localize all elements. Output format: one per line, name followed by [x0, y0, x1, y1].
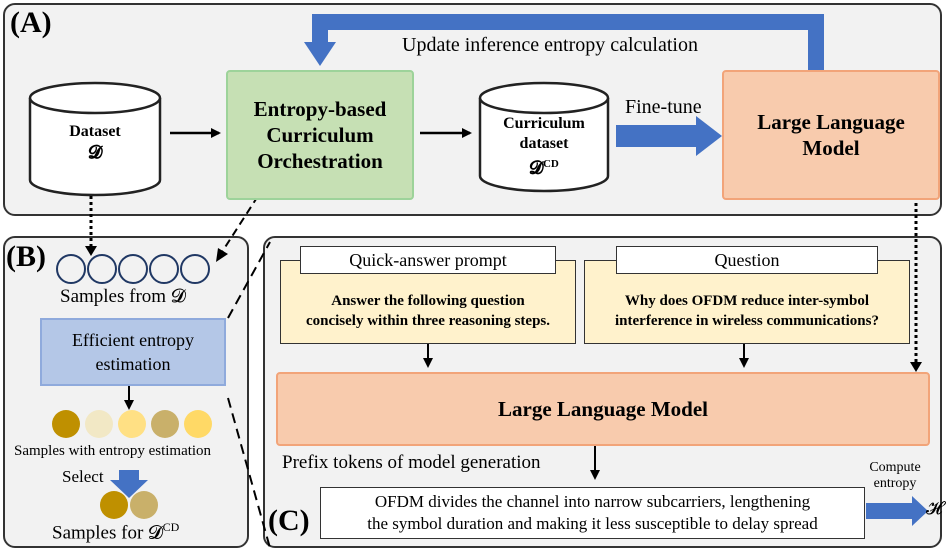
question-box: Why does OFDM reduce inter-symbol interf…: [584, 260, 910, 344]
curriculum-orchestration-box: Entropy-based Curriculum Orchestration: [226, 70, 414, 200]
panel-b: [3, 236, 249, 548]
orchestration-line1: Entropy-based: [253, 97, 387, 121]
dashed-zoom-top: [221, 195, 259, 253]
with-entropy-label: Samples with entropy estimation: [14, 443, 212, 459]
entropy-circle: [118, 410, 146, 438]
curriculum-line2: dataset: [519, 135, 569, 152]
output-line2: the symbol duration and making it less s…: [367, 514, 818, 533]
llm-top-line2: Model: [802, 136, 860, 160]
compute-line1: Compute: [869, 460, 921, 475]
entropy-circle: [184, 410, 212, 438]
finetune-arrow-body: [616, 125, 698, 147]
prefix-tokens-label: Prefix tokens of model generation: [282, 452, 541, 473]
panel-c-label: (C): [268, 504, 310, 537]
dataset-line2: 𝓓: [88, 142, 102, 162]
dataset-line1: Dataset: [69, 123, 121, 140]
curriculum-dataset-cylinder: [478, 81, 610, 193]
selected-circle: [130, 491, 158, 519]
panel-a-label: (A): [10, 6, 52, 39]
samples-circles: [56, 254, 216, 284]
selected-circles: [100, 491, 160, 521]
samples-for-label: Samples for 𝓓CD: [52, 520, 179, 544]
orchestration-line2: Curriculum: [266, 123, 374, 147]
orchestration-line3: Orchestration: [257, 149, 383, 173]
model-output-box: OFDM divides the channel into narrow sub…: [320, 487, 865, 539]
prompt-line2: concisely within three reasoning steps.: [305, 313, 551, 329]
estimation-line2: estimation: [95, 354, 171, 374]
prompt-box: Answer the following question concisely …: [280, 260, 576, 344]
curriculum-line1: Curriculum: [503, 115, 585, 132]
sample-circle: [56, 254, 86, 284]
feedback-arrow: [312, 14, 824, 70]
samples-from-label: Samples from 𝓓: [60, 286, 186, 307]
entropy-circle: [85, 410, 113, 438]
dashed-zoom-c-top: [227, 241, 271, 319]
compute-arrow-body: [866, 503, 916, 519]
sample-circle: [149, 254, 179, 284]
prompt-title: Quick-answer prompt: [300, 246, 556, 274]
question-title: Question: [616, 246, 878, 274]
selected-circle: [100, 491, 128, 519]
select-label: Select: [62, 467, 104, 486]
feedback-arrowhead: [304, 42, 336, 66]
finetune-label: Fine-tune: [625, 96, 702, 118]
dataset-cylinder: [28, 81, 162, 197]
estimation-line1: Efficient entropy: [71, 330, 195, 350]
panel-b-label: (B): [6, 240, 46, 273]
compute-entropy-label: Compute entropy: [862, 460, 928, 492]
prompt-line1: Answer the following question: [331, 293, 525, 309]
entropy-estimation-box: Efficient entropy estimation: [40, 318, 226, 386]
samples-for-sup: CD: [162, 520, 180, 534]
sample-circle: [118, 254, 148, 284]
sample-circle: [180, 254, 210, 284]
dashed-zoom-c-bottom: [227, 397, 271, 549]
entropy-circle: [151, 410, 179, 438]
compute-arrowhead: [912, 496, 928, 526]
finetune-arrowhead: [696, 116, 722, 156]
sample-circle: [87, 254, 117, 284]
samples-for-text: Samples for 𝓓: [52, 522, 163, 544]
entropy-circles: [52, 410, 212, 440]
entropy-circle: [52, 410, 80, 438]
output-line1: OFDM divides the channel into narrow sub…: [374, 492, 811, 511]
compute-line2: entropy: [873, 476, 917, 491]
llm-top-line1: Large Language: [757, 110, 905, 134]
curriculum-dataset-label: Curriculum dataset 𝓓CD: [480, 114, 608, 179]
curriculum-symbol: 𝓓: [529, 157, 543, 178]
select-arrow-body: [119, 470, 139, 482]
dataset-label: Dataset 𝓓: [30, 122, 160, 162]
llm-c-box: Large Language Model: [276, 372, 930, 446]
entropy-symbol: 𝓗: [926, 498, 943, 518]
question-line2: interference in wireless communications?: [615, 313, 879, 329]
llm-top-box: Large Language Model: [722, 70, 940, 200]
update-entropy-label: Update inference entropy calculation: [402, 34, 698, 56]
select-arrowhead: [110, 480, 148, 498]
curriculum-sup: CD: [542, 158, 559, 170]
question-line1: Why does OFDM reduce inter-symbol: [624, 293, 870, 309]
